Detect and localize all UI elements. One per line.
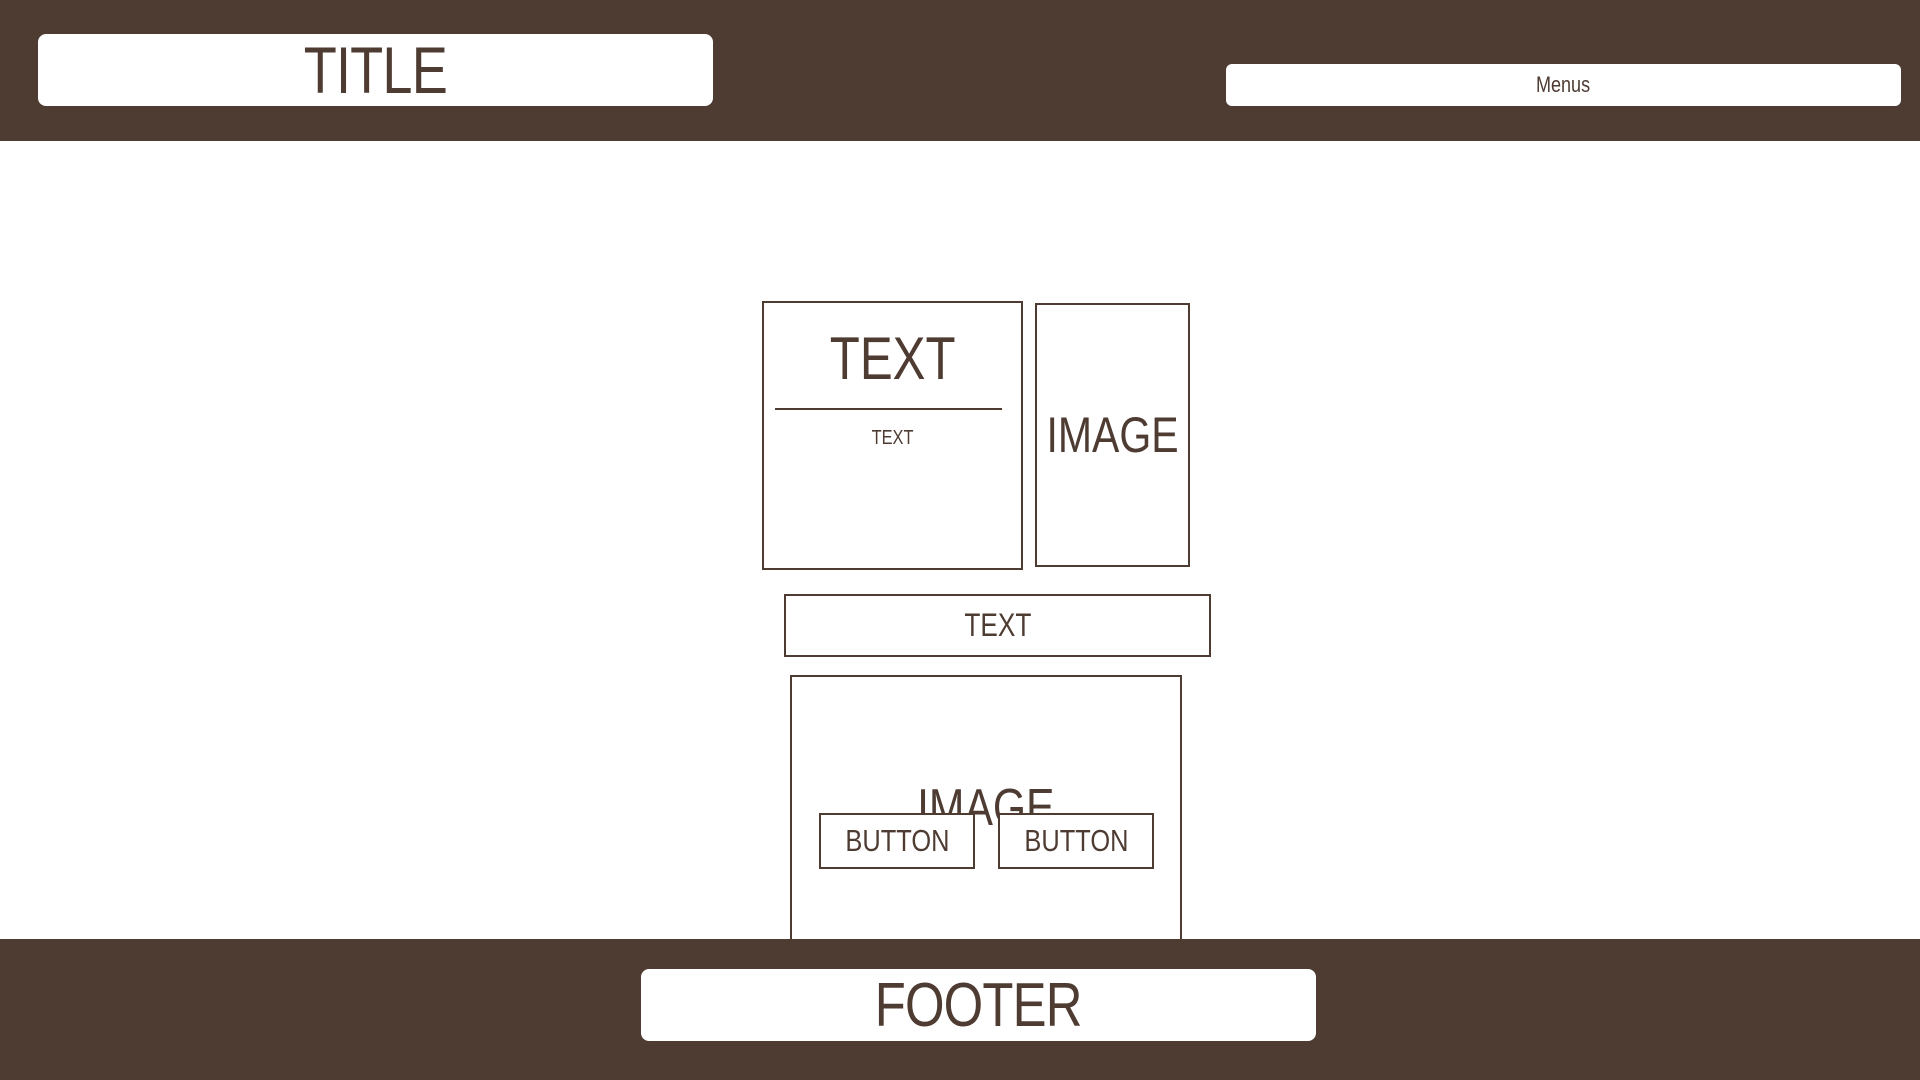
header-bar: TITLE Menus	[0, 0, 1920, 141]
footer-label-box: FOOTER	[641, 969, 1316, 1041]
text-card-body-label: TEXT	[871, 427, 914, 449]
menus-bar[interactable]: Menus	[1226, 64, 1901, 106]
text-card-divider	[775, 408, 1002, 410]
text-card-heading-label: TEXT	[829, 325, 956, 392]
image-small-label: IMAGE	[1046, 407, 1179, 463]
page-title-text: TITLE	[303, 33, 448, 107]
image-placeholder-small: IMAGE	[1035, 303, 1190, 567]
page-title: TITLE	[38, 33, 713, 107]
menus-label[interactable]: Menus	[1536, 72, 1591, 97]
button-2-label: BUTTON	[1023, 823, 1129, 858]
button-2[interactable]: BUTTON	[998, 813, 1154, 869]
image-placeholder-large: IMAGE	[790, 675, 1182, 941]
main-content: TEXT TEXT IMAGE TEXT IMAGE	[0, 141, 1920, 941]
text-bar-label: TEXT	[963, 607, 1032, 643]
text-card: TEXT TEXT	[762, 301, 1023, 570]
text-card-body: TEXT	[764, 427, 1021, 450]
button-1-label: BUTTON	[844, 823, 950, 858]
footer-label: FOOTER	[875, 970, 1083, 1040]
text-bar: TEXT	[784, 594, 1211, 657]
footer-bar: FOOTER	[0, 939, 1920, 1080]
text-card-heading: TEXT	[764, 329, 1021, 389]
button-1[interactable]: BUTTON	[819, 813, 975, 869]
